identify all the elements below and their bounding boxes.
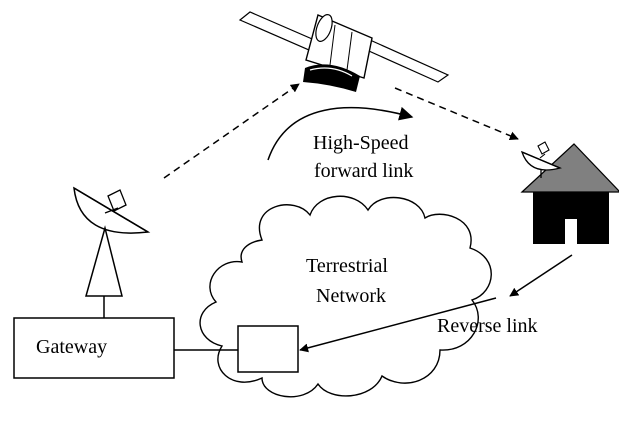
gateway-dish-icon <box>73 186 151 318</box>
gateway-label: Gateway <box>36 336 107 358</box>
forward-link-label-line2: forward link <box>314 160 413 182</box>
reverse-link-arrow-to-node <box>299 297 497 353</box>
reverse-link-arrow-from-home <box>509 254 573 297</box>
home-dish-icon <box>520 141 563 178</box>
gateway-box: Gateway <box>13 317 175 379</box>
gateway-uplink-arrow <box>163 83 300 179</box>
home-downlink-arrow <box>394 87 519 141</box>
reverse-link-label: Reverse link <box>437 315 538 337</box>
terrestrial-label-line2: Network <box>316 285 386 307</box>
house-icon <box>520 143 619 244</box>
forward-link-label-line1: High-Speed <box>313 132 409 154</box>
network-node-box <box>237 325 299 373</box>
satellite-icon <box>238 11 450 92</box>
terrestrial-label-line1: Terrestrial <box>306 255 388 277</box>
forward-link-arrow <box>267 106 414 161</box>
